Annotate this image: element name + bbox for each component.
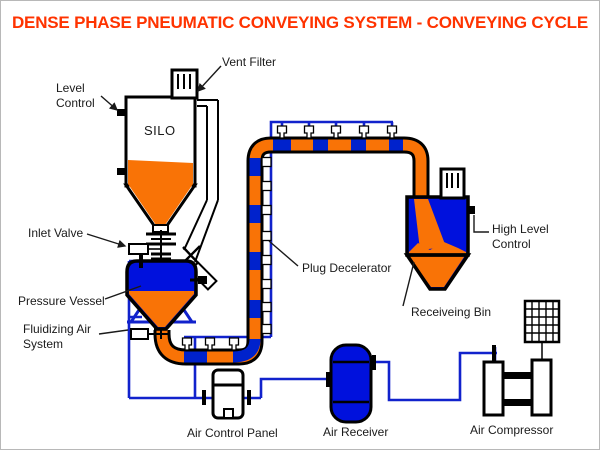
inlet-valve-assembly: [128, 230, 176, 261]
inlet-valve-pointer: [86, 233, 127, 248]
plug-decelerator-pointer: [268, 240, 299, 267]
high-level-probe-icon: [467, 206, 475, 214]
high-level-pointer: [473, 215, 489, 233]
pipeline-bore: [156, 139, 427, 363]
cooler-grid-icon: [523, 299, 561, 344]
panel-notch: [223, 408, 234, 419]
filter-cartridges-icon: [177, 74, 191, 89]
vessel-probe-icon: [198, 276, 207, 284]
air-receiver: [326, 343, 376, 424]
compressor-frame-bottom: [503, 399, 532, 406]
cooler-grid-lines: [525, 301, 559, 342]
receiver-seams: [333, 360, 369, 404]
fluidizing-air-pointer: [98, 329, 129, 335]
level-probe-low-icon: [117, 168, 126, 175]
booster-valve: [276, 125, 288, 139]
vessel-outline: [125, 259, 198, 331]
material-plugs: [184, 139, 403, 363]
compressor-frame-top: [503, 372, 532, 379]
valve-tick: [247, 390, 251, 405]
booster-valve: [204, 337, 216, 351]
vessel-material-fill: [129, 291, 194, 327]
silo-vent-pipe: [183, 99, 219, 263]
silo-material-fill: [128, 160, 193, 225]
plug-decelerator-valve: [261, 301, 272, 313]
valve-flanges: [146, 232, 176, 261]
vent-filter-label: Vent Filter: [222, 55, 277, 69]
inlet-valve-actuator: [128, 243, 149, 255]
air-receiver-label: Air Receiver: [323, 425, 389, 439]
pressure-vessel: [125, 255, 207, 341]
label-pointers: [86, 65, 415, 335]
booster-valve: [303, 125, 315, 139]
receiving-bin-pointer: [402, 261, 415, 307]
air-control-panel-label: Air Control Panel: [187, 426, 278, 440]
plug-decelerator-valve: [261, 254, 272, 266]
inlet-valve-label: Inlet Valve: [28, 226, 84, 240]
booster-valves: [181, 125, 398, 351]
bin-material-stream: [414, 199, 446, 250]
booster-valve: [330, 125, 342, 139]
plug-decelerator-valve: [261, 204, 272, 216]
air-compressor-label: Air Compressor: [470, 423, 554, 437]
receiver-outline: [329, 343, 373, 424]
bin-filter-cartridges-icon: [446, 173, 459, 188]
plug-decelerator-valve: [261, 323, 272, 335]
pressure-vessel-label: Pressure Vessel: [18, 294, 105, 308]
plug-decelerator-valve: [261, 230, 272, 242]
fluidizing-valve-icon: [148, 327, 168, 341]
plug-decelerator-valve: [261, 156, 272, 168]
silo: [117, 68, 219, 291]
plug-decelerator-valve: [261, 180, 272, 192]
booster-valve: [386, 125, 398, 139]
pipeline-outline: [153, 136, 430, 366]
valve-tick: [492, 345, 496, 361]
bin-material-pile: [409, 242, 466, 287]
fluidizing-air-label: Fluidizing Air System: [23, 322, 92, 351]
page-title: DENSE PHASE PNEUMATIC CONVEYING SYSTEM -…: [11, 13, 588, 32]
vent-filter-pointer: [197, 65, 222, 93]
level-control-pointer: [100, 95, 119, 111]
compressor-cylinder-right: [530, 358, 553, 417]
conveying-pipeline: [153, 136, 430, 366]
booster-valve: [358, 125, 370, 139]
pressure-vessel-pointer: [104, 285, 142, 300]
air-compressor: [482, 299, 561, 417]
high-level-control-label: High Level Control: [492, 222, 549, 251]
receiving-bin-label: Receiveing Bin: [411, 305, 492, 319]
plug-decelerator-label: Plug Decelerator: [302, 261, 392, 275]
pressurizing-valve-tick: [139, 255, 143, 268]
booster-valve: [228, 337, 240, 351]
receiver-tank: [331, 345, 371, 422]
receiving-bin: [403, 167, 489, 291]
valve-tick: [326, 372, 330, 387]
bin-cone-outline: [403, 253, 472, 291]
valve-tick: [372, 355, 376, 370]
level-control-label: Level Control: [56, 81, 95, 110]
valve-tick: [202, 390, 206, 405]
plug-decelerator-valve: [261, 278, 272, 290]
booster-valve: [181, 337, 193, 351]
fluidizing-air-box: [130, 328, 149, 340]
compressor-cylinder-left: [482, 360, 505, 417]
level-probe-high-icon: [117, 109, 126, 116]
silo-label: SILO: [144, 123, 176, 138]
air-control-panel: [202, 368, 251, 420]
